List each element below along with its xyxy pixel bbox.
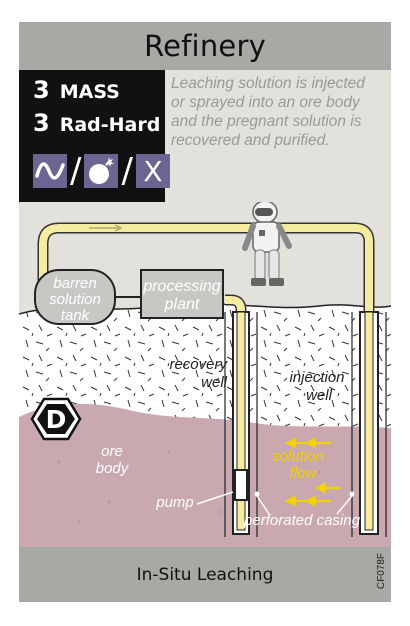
- injection-well: [359, 311, 379, 535]
- rad-hard-stat: 3 Rad-Hard: [33, 109, 160, 137]
- injection-label-line: injection: [289, 369, 344, 386]
- flow-arrows: [284, 437, 341, 507]
- ore-body: [19, 403, 391, 547]
- plant-label-line: processing: [142, 278, 220, 295]
- tank-label-line: barren: [53, 275, 96, 292]
- description-line: Leaching solution is injected: [171, 75, 365, 92]
- mass-stat: 3 MASS: [33, 76, 120, 104]
- glyph-separator: /: [70, 151, 82, 191]
- recovery-label-line: well: [201, 374, 228, 391]
- mass-value: 3: [33, 76, 50, 104]
- flow-label-line: solution: [272, 448, 324, 465]
- bomb-icon: [84, 154, 119, 188]
- astronaut-figure: [242, 202, 292, 286]
- sine-wave-icon: [33, 154, 67, 188]
- d-badge: D: [30, 397, 82, 441]
- card-title: Refinery: [144, 29, 266, 63]
- badge-letter: D: [46, 405, 67, 434]
- pump: [234, 469, 248, 501]
- casing-label: perforated casing: [243, 512, 361, 529]
- description-line: and the pregnant solution is: [171, 113, 362, 130]
- tank-label-line: solution: [49, 291, 101, 308]
- mass-label: MASS: [59, 81, 120, 103]
- tank-label-line: tank: [61, 307, 91, 324]
- recovery-label-line: recovery: [169, 356, 228, 373]
- rad-hard-label: Rad-Hard: [59, 114, 161, 136]
- rad-hard-value: 3: [33, 109, 50, 137]
- footer-bar: In-Situ Leaching: [19, 547, 391, 602]
- card-code: CF078F: [376, 553, 387, 590]
- x-icon: X: [135, 154, 170, 188]
- in-situ-leaching-diagram: D barren solution tank processing plant …: [19, 202, 391, 547]
- glyph-separator: /: [121, 151, 133, 191]
- description-line: recovered and purified.: [171, 132, 330, 149]
- flow-label-line: flow: [290, 465, 318, 482]
- description-line: or sprayed into an ore body: [171, 94, 360, 111]
- injection-label-line: well: [306, 387, 333, 404]
- card-description: Leaching solution is injected or sprayed…: [171, 74, 391, 150]
- x-glyph-label: X: [143, 154, 163, 188]
- pump-label: pump: [155, 494, 194, 511]
- title-bar: Refinery: [19, 22, 391, 70]
- glyph-row: / / X: [33, 154, 170, 188]
- card-footer-title: In-Situ Leaching: [136, 564, 274, 585]
- ore-label-line: ore: [101, 443, 123, 460]
- processing-plant: [140, 269, 224, 319]
- ore-label-line: body: [96, 460, 130, 477]
- plant-label-line: plant: [164, 296, 200, 313]
